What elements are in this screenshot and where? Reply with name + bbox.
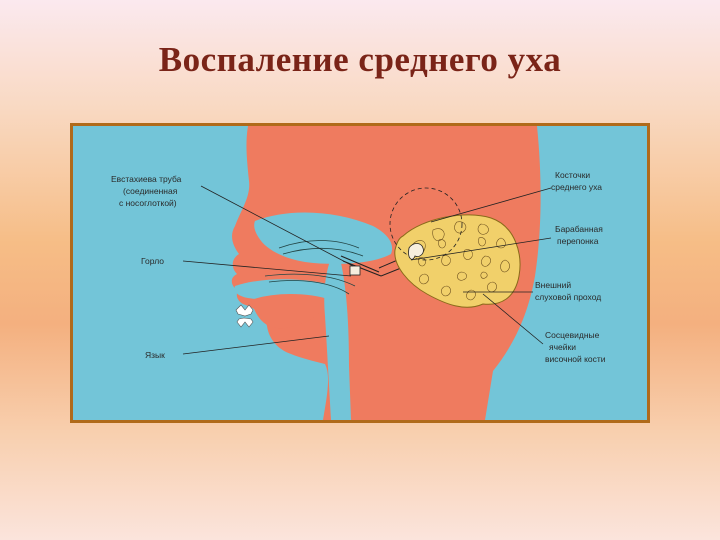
leader-lines [182, 185, 552, 355]
label-ossicles-1: Косточки [555, 170, 590, 180]
label-canal-2: слуховой проход [535, 292, 601, 302]
ear-diagram-svg: Евстахиева труба (соединенная с носоглот… [73, 126, 647, 420]
label-mastoid-1: Сосцевидные [545, 330, 600, 340]
ossicles [408, 243, 424, 260]
label-eustachian-3: с носоглоткой) [119, 198, 177, 208]
label-throat: Горло [141, 256, 164, 266]
tongue-shape [251, 294, 331, 329]
teeth [235, 304, 254, 328]
label-eardrum-2: перепонка [557, 236, 599, 246]
tube-opening [349, 265, 361, 276]
eustachian-tube [340, 255, 382, 277]
label-canal-1: Внешний [535, 280, 571, 290]
label-ossicles-2: среднего уха [551, 182, 602, 192]
label-mastoid-2: ячейки [549, 342, 576, 352]
pharynx [324, 254, 351, 420]
head-silhouette [231, 126, 541, 420]
label-mastoid-3: височной кости [545, 354, 606, 364]
label-eustachian-2: (соединенная [123, 186, 178, 196]
breath-curves [264, 240, 364, 295]
ear-diagram: Евстахиева труба (соединенная с носоглот… [70, 123, 650, 423]
label-tongue: Язык [145, 350, 165, 360]
label-eardrum-1: Барабанная [555, 224, 603, 234]
ossicles-inset-circle [389, 187, 463, 261]
nasal-cavity [254, 212, 393, 264]
label-eustachian-1: Евстахиева труба [111, 174, 182, 184]
slide-title: Воспаление среднего уха [158, 40, 562, 79]
mastoid-cells [394, 214, 521, 308]
